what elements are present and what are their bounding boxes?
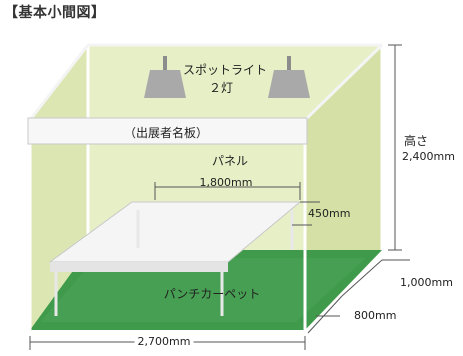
carpet-label: パンチカーペット: [163, 287, 261, 301]
diagram-title: 【基本小間図】: [4, 5, 106, 21]
nameplate-fascia: [27, 117, 308, 145]
table-width-dimension: 1,800mm: [199, 176, 253, 189]
spotlight-left-icon: [144, 56, 186, 98]
nameplate-label: （出展者名板）: [123, 126, 209, 140]
panel-label: パネル: [211, 154, 249, 168]
depth-2-dimension: 800mm: [354, 309, 397, 322]
height-dimension: 2,400mm: [402, 150, 455, 163]
depth-1-dimension: 1,000mm: [400, 276, 453, 289]
spotlight-label-line1: スポットライト: [183, 63, 268, 77]
spotlight-label-line2: ２灯: [209, 81, 234, 95]
height-label: 高さ: [404, 134, 429, 148]
frame-posts: [28, 45, 384, 332]
spotlight-right-icon: [268, 56, 310, 98]
counter-table: [48, 201, 302, 316]
table-depth-dimension: 450mm: [308, 207, 351, 220]
width-dimension: 2,700mm: [134, 335, 194, 348]
